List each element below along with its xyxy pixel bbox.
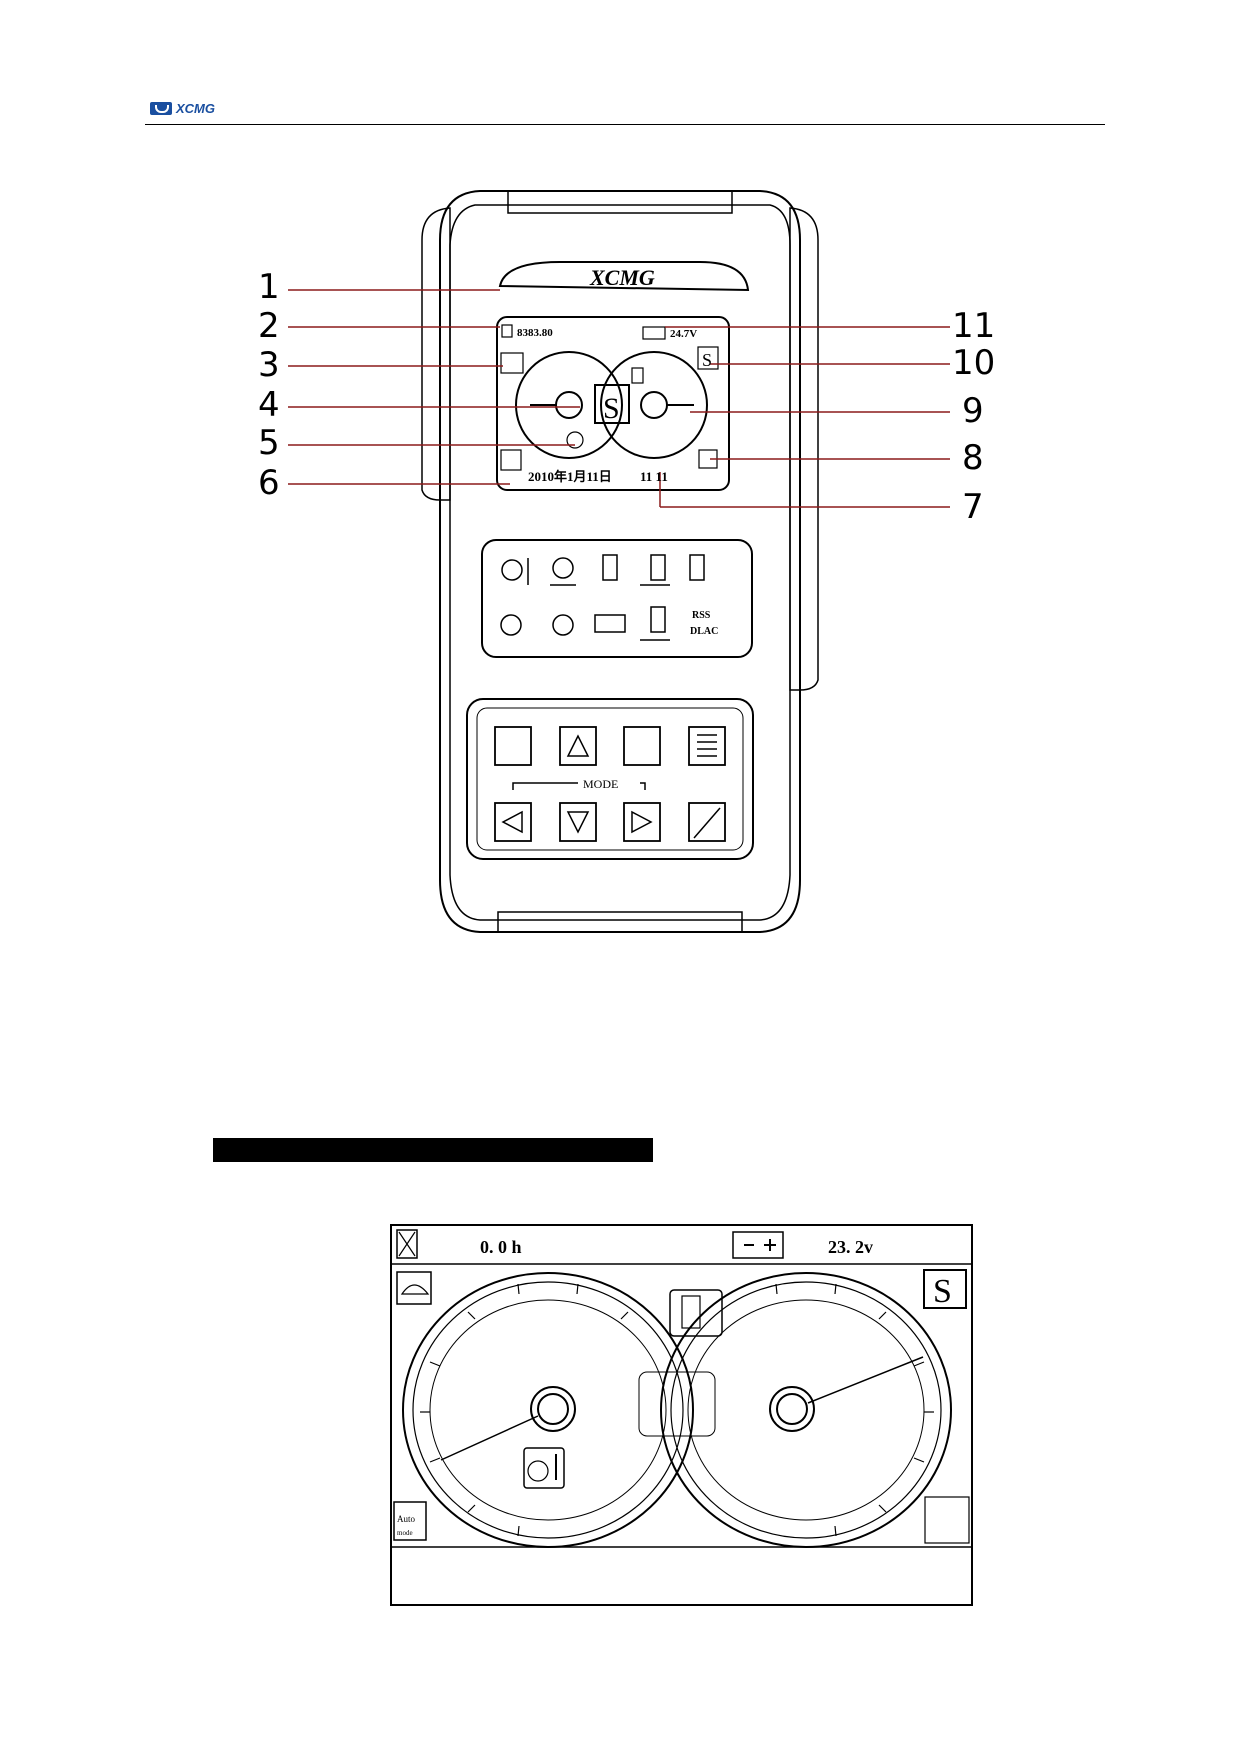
right-grip — [789, 207, 819, 691]
right-gauge-outer — [660, 1272, 952, 1548]
brand-plate — [498, 261, 750, 292]
hourglass-icon — [501, 324, 513, 338]
battery-icon-large — [732, 1231, 784, 1259]
screen-detail-mode-letter: S — [933, 1273, 952, 1310]
screen-hours-text: 8383.80 — [517, 327, 553, 339]
left-gauge-hub-large — [530, 1386, 576, 1432]
device-brand-text: XCMG — [589, 265, 655, 290]
left-gauge-needle — [440, 1415, 539, 1461]
key-left — [494, 802, 532, 842]
screen-voltage-text: 24.7V — [670, 328, 697, 340]
header-divider — [145, 124, 1105, 125]
key-down — [559, 802, 597, 842]
auto-decel-icon — [500, 449, 522, 471]
key-buzzer-off — [688, 802, 726, 842]
keypad-panel — [466, 698, 754, 860]
header-logo-text: XCMG — [176, 100, 215, 116]
callout-6: 6 — [258, 463, 280, 503]
screen-small-mode-letter: S — [702, 350, 712, 370]
callout-1: 1 — [258, 267, 280, 307]
key-auto-decel — [494, 726, 532, 766]
section-heading-bar — [213, 1138, 653, 1162]
key-menu — [688, 726, 726, 766]
warning-lamp-icons — [500, 554, 705, 641]
header-logo: XCMG — [150, 100, 260, 116]
auto-icon-label: Auto — [397, 1514, 416, 1524]
keypad-mode-label: MODE — [583, 777, 618, 791]
callout-7: 7 — [962, 487, 984, 527]
monitor-device-figure: XCMG 8383.80 24.7V S S 2010年1月11日 11 11 … — [288, 190, 950, 933]
mode-s-small-box — [697, 346, 719, 370]
screen-detail-frame — [390, 1224, 973, 1606]
key-power-mode — [623, 726, 661, 766]
fuel-icon — [631, 367, 644, 384]
left-gauge-outer — [402, 1272, 694, 1548]
warning-lamp-panel — [481, 539, 753, 658]
callout-9: 9 — [962, 391, 984, 431]
screen-detail-voltage: 23. 2v — [828, 1237, 873, 1257]
screen-time-text: 11 11 — [640, 469, 668, 484]
key-up — [559, 726, 597, 766]
auto-icon-sublabel: mode — [397, 1529, 413, 1537]
right-gauge-hub-large — [769, 1386, 815, 1432]
callout-2: 2 — [258, 306, 280, 346]
left-gauge-hub — [555, 391, 583, 419]
coolant-temp-icon — [566, 431, 584, 449]
right-gauge-needle — [807, 1356, 924, 1404]
battery-icon — [642, 326, 666, 340]
mode-box — [594, 384, 630, 424]
callout-11: 11 — [952, 306, 996, 346]
warning-text-line1: RSS — [692, 610, 711, 621]
turtle-icon-box — [396, 1271, 432, 1305]
callout-5: 5 — [258, 423, 280, 463]
callout-3: 3 — [258, 345, 280, 385]
screen-detail-figure: 0. 0 h 23. 2v S Auto mode — [390, 1224, 973, 1606]
screen-date-text: 2010年1月11日 — [528, 469, 612, 484]
screen-mode-letter: S — [603, 392, 620, 425]
screen-detail-hours: 0. 0 h — [480, 1237, 522, 1257]
callout-8: 8 — [962, 438, 984, 478]
callout-10: 10 — [952, 343, 996, 383]
left-grip — [421, 207, 451, 501]
gauge-tick-marks — [420, 1283, 934, 1537]
coolant-icon-large — [523, 1447, 565, 1489]
device-inner-outline — [449, 204, 791, 921]
device-bottom-cap — [497, 911, 743, 933]
display-screen — [496, 316, 730, 491]
xcmg-logo-icon — [150, 101, 172, 115]
warning-text-line2: DLAC — [690, 626, 718, 637]
auto-mode-icon-box — [393, 1501, 427, 1541]
key-right — [623, 802, 661, 842]
right-gauge-hub — [640, 391, 668, 419]
left-gauge-ring — [515, 351, 623, 459]
device-outer-body — [439, 190, 801, 933]
center-mode-window — [638, 1371, 716, 1437]
fuel-icon-large — [669, 1289, 723, 1337]
callout-lines — [288, 289, 950, 508]
mode-s-box — [923, 1269, 967, 1309]
right-gauge-ring — [600, 351, 708, 459]
rabbit-speed-icon — [500, 352, 524, 374]
device-top-cap — [507, 190, 733, 214]
callout-4: 4 — [258, 385, 280, 425]
hourglass-icon-large — [396, 1229, 418, 1259]
